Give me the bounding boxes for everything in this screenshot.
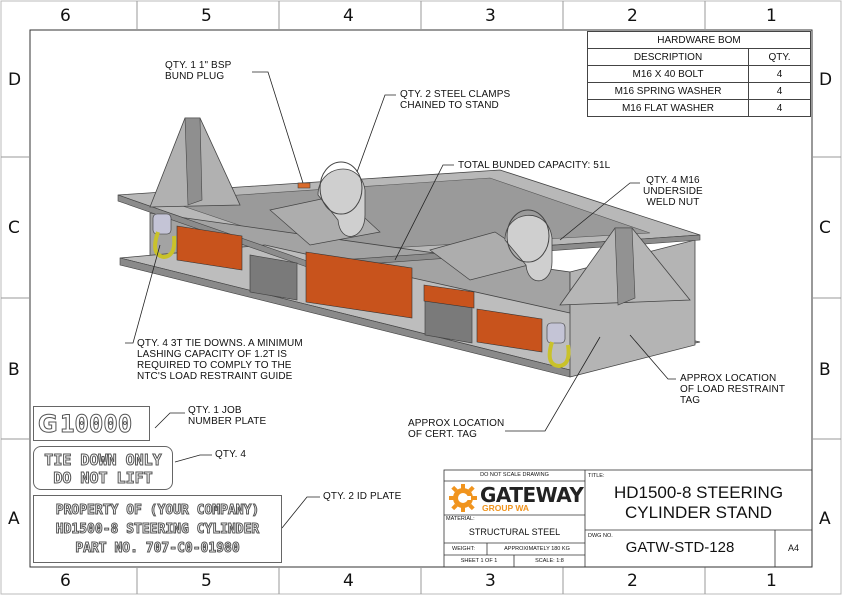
title-label: TITLE:	[588, 473, 605, 479]
callout-job-plate: QTY. 1 JOB NUMBER PLATE	[188, 405, 267, 427]
sheet-number: SHEET 1 OF 1	[460, 558, 498, 564]
callout-load-restraint-tag: APPROX LOCATION OF LOAD RESTRAINT TAG	[680, 373, 786, 406]
callout-id-plate: QTY. 2 ID PLATE	[323, 491, 402, 502]
bom-header-row: DESCRIPTION QTY.	[587, 48, 811, 66]
zone-label: C	[8, 218, 20, 238]
hardware-bom-table: HARDWARE BOM DESCRIPTION QTY. M16 X 40 B…	[587, 31, 811, 117]
bom-cell-qty: 4	[748, 99, 811, 117]
tie-plate-line-2: DO NOT LIFT	[53, 469, 153, 488]
callout-tie-downs: QTY. 4 3T TIE DOWNS. A MINIMUM LASHING C…	[137, 338, 303, 382]
table-row: M16 FLAT WASHER 4	[587, 99, 811, 117]
zone-label: 6	[60, 571, 71, 591]
callout-bund-plug: QTY. 1 1" BSP BUND PLUG	[165, 60, 232, 82]
callout-bunded-capacity: TOTAL BUNDED CAPACITY: 51L	[458, 160, 611, 171]
do-not-scale-note: DO NOT SCALE DRAWING	[480, 472, 549, 478]
drawing-scale: SCALE: 1:8	[535, 558, 564, 564]
zone-label: A	[8, 509, 20, 529]
model-id-plate	[305, 251, 413, 319]
tie-down-hook	[152, 213, 177, 260]
zone-label: A	[819, 509, 831, 529]
zone-label: 4	[343, 6, 354, 26]
zone-label: 3	[485, 571, 496, 591]
zone-label: 5	[201, 571, 212, 591]
zone-label: 6	[60, 6, 71, 26]
weight-label: WEIGHT:	[452, 546, 475, 552]
drawing-number: GATW-STD-128	[625, 539, 735, 556]
gateway-gear-icon	[449, 484, 477, 512]
model-job-plate	[423, 284, 475, 309]
bund-plug	[297, 182, 311, 189]
steel-clamp	[504, 209, 553, 282]
drawing-title-line-2: CYLINDER STAND	[624, 503, 773, 522]
zone-label: D	[8, 70, 22, 90]
zone-label: 1	[766, 571, 777, 591]
id-plate-line-2: HD1500-8 STEERING CYLINDER	[55, 522, 260, 538]
callout-steel-clamps: QTY. 2 STEEL CLAMPS CHAINED TO STAND	[400, 89, 511, 111]
material-value: STRUCTURAL STEEL	[468, 527, 561, 537]
brand-subtitle: GROUP WA	[482, 503, 530, 513]
table-row: M16 SPRING WASHER 4	[587, 82, 811, 100]
callout-weld-nut: QTY. 4 M16 UNDERSIDE WELD NUT	[643, 175, 703, 208]
callout-cert-tag: APPROX LOCATION OF CERT. TAG	[408, 418, 505, 440]
frame-window	[249, 254, 298, 301]
model-tie-down-label-right	[476, 308, 543, 353]
zone-label: 1	[766, 6, 777, 26]
steel-clamp	[317, 161, 366, 237]
weight-value: APPROXIMATELY 180 KG	[504, 546, 570, 552]
id-plate-line-1: PROPERTY OF (YOUR COMPANY)	[55, 503, 260, 519]
zone-label: C	[819, 218, 831, 238]
table-row: M16 X 40 BOLT 4	[587, 65, 811, 83]
brand-name: GATEWAY	[480, 483, 584, 507]
material-label: MATERIAL:	[446, 516, 475, 522]
zone-label: 2	[627, 6, 638, 26]
zone-label: 4	[343, 571, 354, 591]
sheet-size: A4	[787, 543, 799, 553]
id-plate-line-3: PART NO. 707-C0-01980	[75, 541, 240, 557]
zone-label: B	[8, 360, 20, 380]
zone-label: 5	[201, 6, 212, 26]
bom-cell-desc: M16 FLAT WASHER	[587, 99, 749, 117]
drawing-title-line-1: HD1500-8 STEERING	[613, 483, 784, 502]
zone-label: 2	[627, 571, 638, 591]
zone-label: D	[819, 70, 833, 90]
job-plate-number: 10000	[59, 410, 133, 439]
id-plate: PROPERTY OF (YOUR COMPANY) HD1500-8 STEE…	[33, 495, 282, 563]
zone-label: B	[819, 360, 831, 380]
callout-tie-down-plate: QTY. 4	[215, 449, 246, 460]
tie-down-hook	[546, 322, 571, 369]
job-number-plate: G 10000	[33, 406, 150, 441]
tie-plate-line-1: TIE DOWN ONLY	[44, 451, 162, 470]
leader-lines	[125, 71, 676, 529]
tie-down-plate: TIE DOWN ONLY DO NOT LIFT	[33, 446, 173, 490]
zone-label: 3	[485, 6, 496, 26]
model-tie-down-label-left	[176, 225, 243, 271]
dwg-no-label: DWG NO.	[588, 533, 613, 539]
job-plate-g-logo: G	[38, 410, 59, 439]
